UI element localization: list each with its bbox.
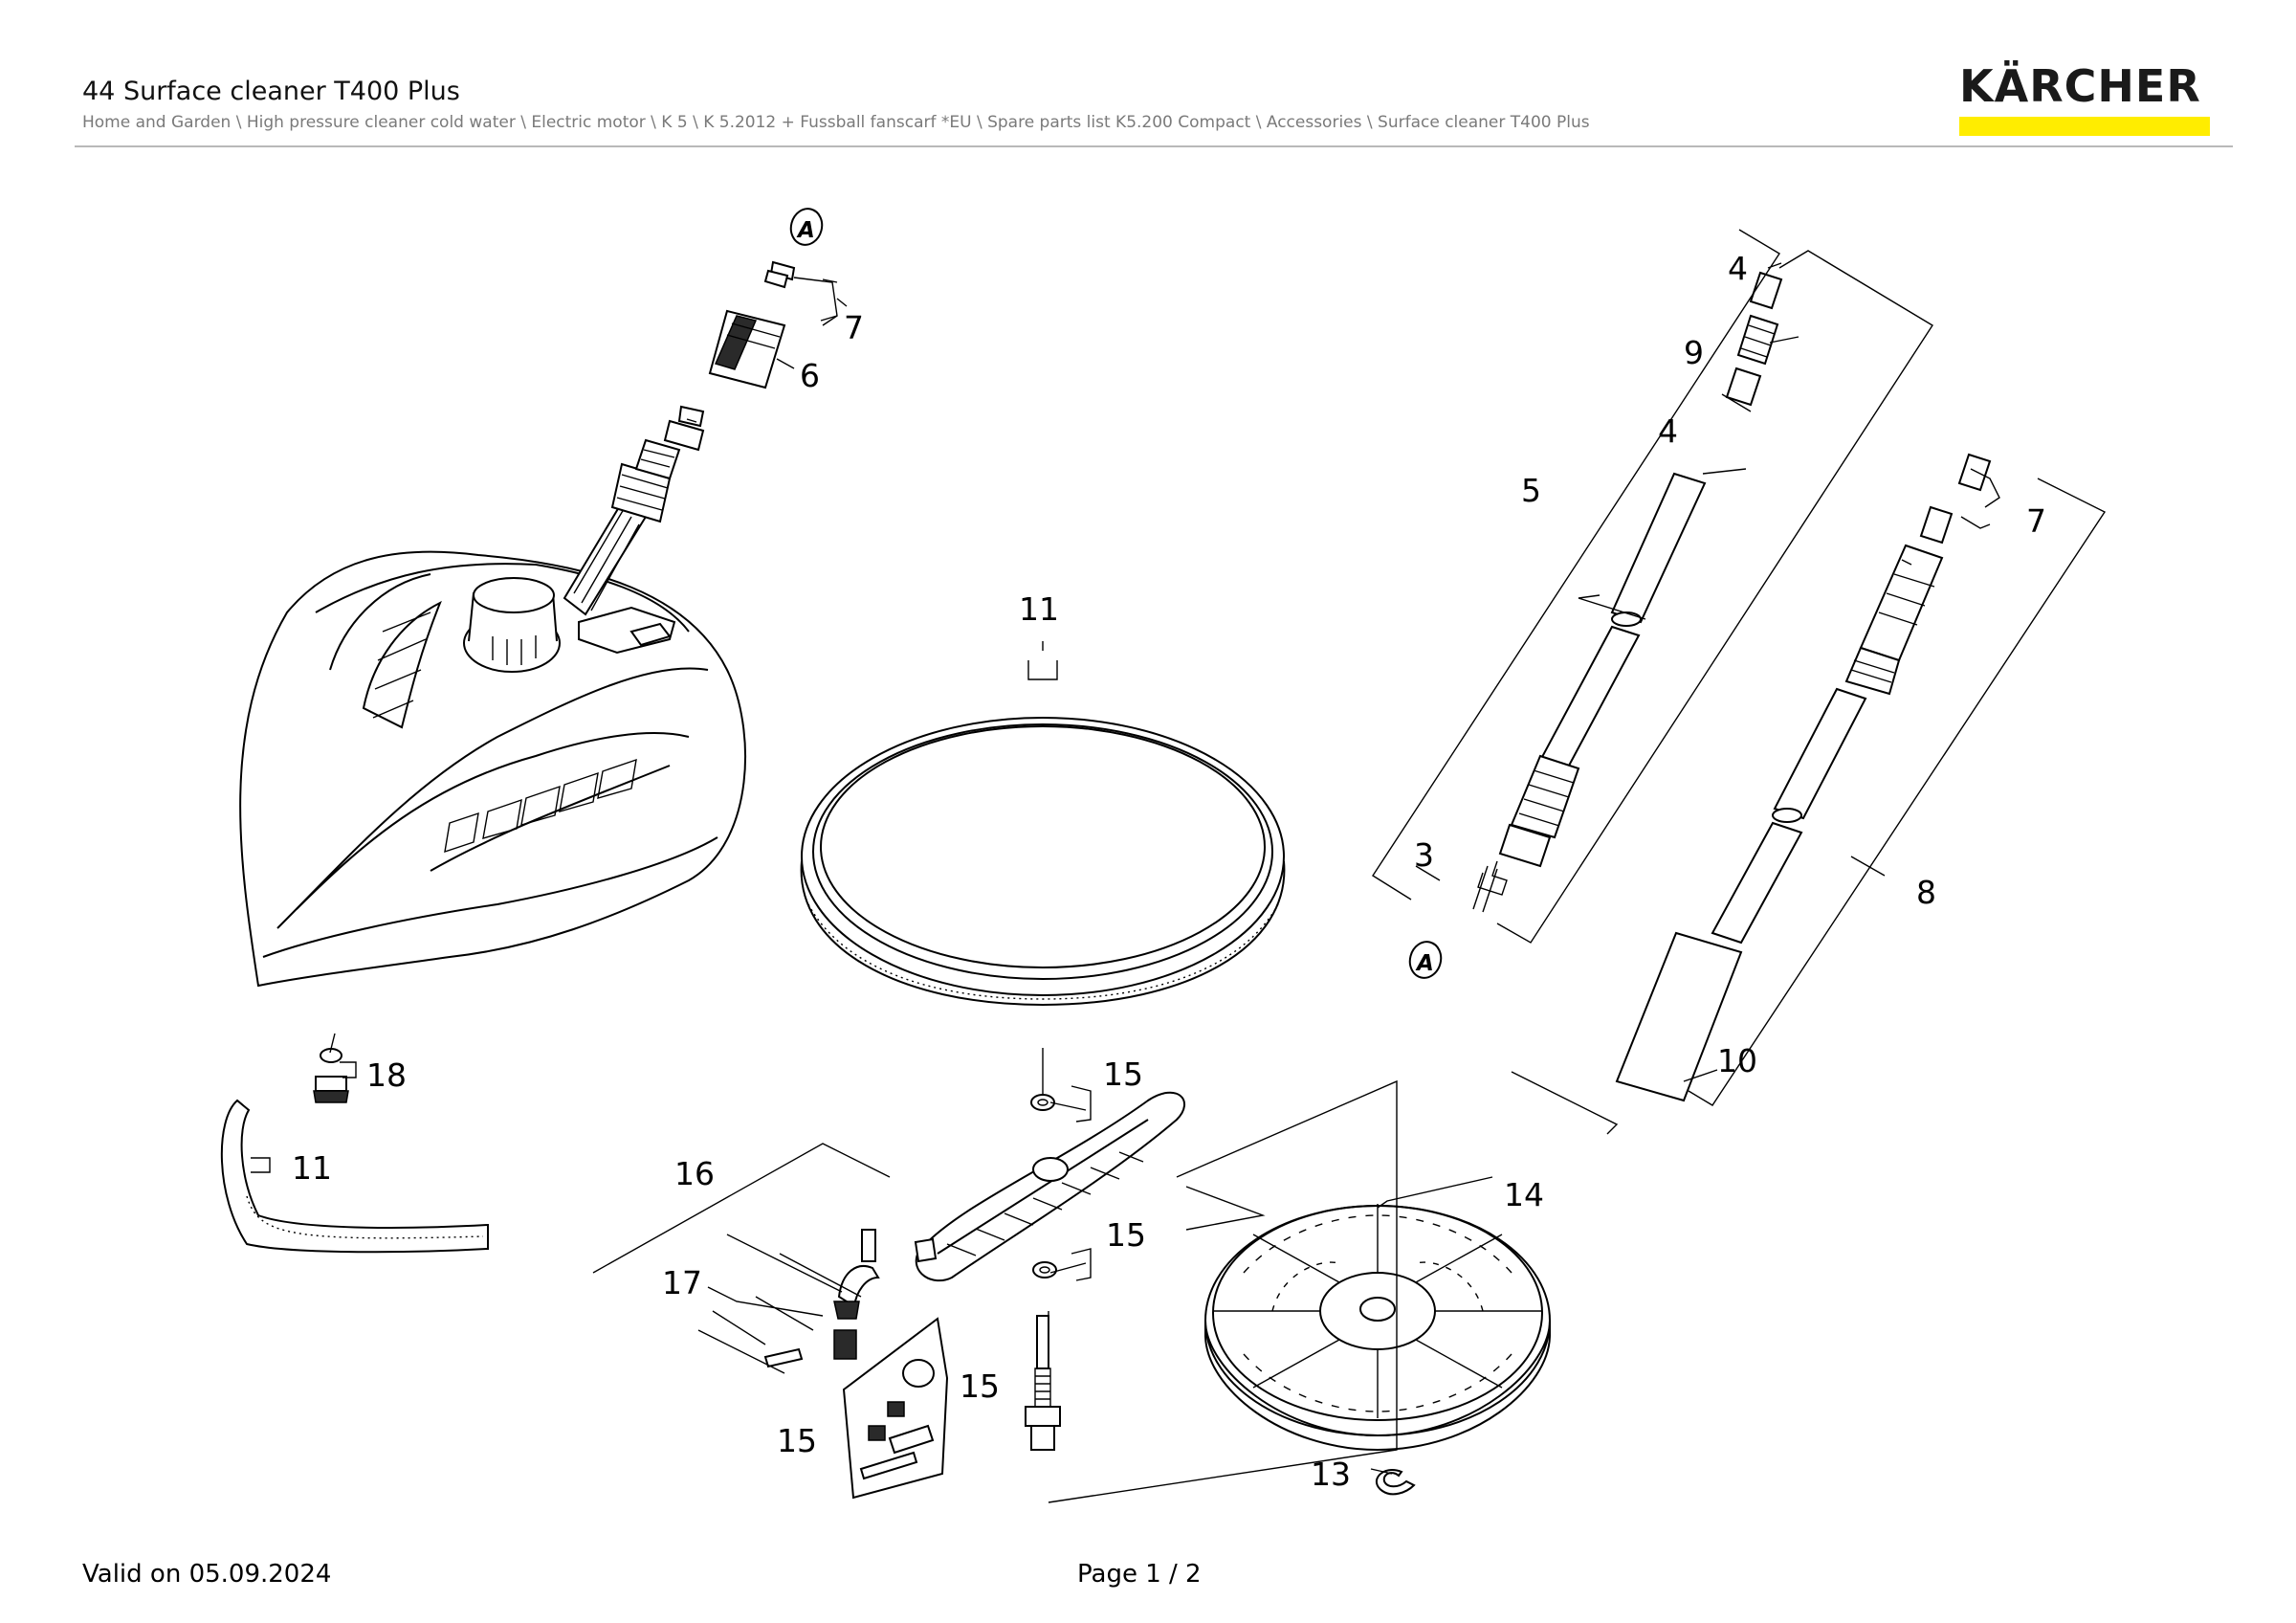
connector-a-text-2: A [1415,951,1434,976]
breadcrumb: Home and Garden \ High pressure cleaner … [82,113,1590,132]
callout-15-top: 15 [1103,1056,1143,1093]
washer-15b [1032,1261,1057,1278]
callout-11-strip: 11 [292,1149,332,1187]
extension-wand-parts-3-4-5-9 [1472,271,1783,913]
connector-label-a-bottom: A [1408,941,1443,979]
connector-a-text: A [796,218,815,243]
callout-15-middle: 15 [1106,1216,1146,1254]
guard-plate-part-14 [1204,1204,1551,1452]
valid-date: Valid on 05.09.2024 [82,1560,332,1589]
callout-16: 16 [674,1155,715,1192]
callout-7-left: 7 [844,309,864,346]
logo-yellow-bar [1959,117,2210,136]
callout-18: 18 [366,1056,407,1094]
callout-4-middle: 4 [1658,412,1678,450]
callout-numbers: 3 4 4 5 6 7 7 8 9 10 11 11 11 13 14 15 1… [292,250,2046,1493]
frame-part-8 [1688,478,2107,1106]
brush-ring-part-11 [800,717,1286,1007]
callout-14: 14 [1504,1176,1544,1213]
adapter-part-6 [708,260,796,389]
rotor-arm [914,1091,1186,1282]
page-number: Page 1 / 2 [1077,1560,1202,1589]
spray-lance-part-8 [1615,453,1992,1102]
frame-part-5 [1372,229,1780,900]
housing-hose-connector [563,405,705,616]
page-title: 44 Surface cleaner T400 Plus [82,77,460,106]
callout-3: 3 [1414,836,1434,874]
logo-wordmark: KÄRCHER [1959,60,2201,112]
callout-9: 9 [1684,334,1704,371]
callout-6: 6 [800,357,820,394]
connector-label-a-top: A [789,208,824,246]
nozzle-kit-part-15 [842,1317,949,1500]
nozzle-elbow-16 [833,1229,880,1320]
callout-15-spindle: 15 [960,1367,1000,1405]
callout-10: 10 [1717,1042,1757,1079]
callout-8: 8 [1916,874,1936,911]
callout-13: 13 [1311,1456,1351,1493]
callout-4-top: 4 [1728,250,1748,287]
cleaner-housing [239,550,747,988]
callout-line-7a [793,277,838,326]
callout-5: 5 [1521,472,1541,509]
callout-11-ring: 11 [1019,590,1059,628]
brush-strip-part-11 [220,1099,489,1254]
callout-7-right: 7 [2026,502,2046,540]
leader-lines [251,262,2000,1503]
nozzle-part-18 [313,1048,349,1103]
callout-15-kit: 15 [777,1422,817,1459]
nozzle-17 [763,1329,857,1368]
spindle-part-15 [1025,1315,1061,1451]
circlip-part-13 [1375,1469,1416,1496]
karcher-logo: KÄRCHER [1959,61,2216,136]
header-divider [75,145,2233,147]
callout-17: 17 [662,1264,702,1301]
